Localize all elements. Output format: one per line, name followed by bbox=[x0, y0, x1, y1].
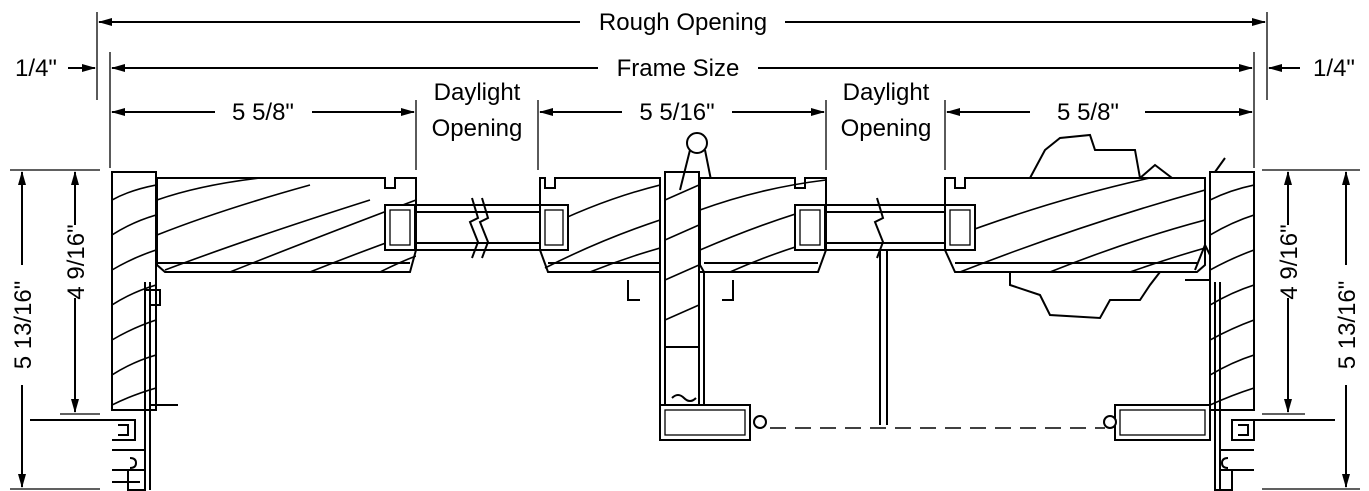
center-sash-width-label: 5 5/16" bbox=[639, 99, 714, 126]
sash-dimensions bbox=[111, 100, 1253, 170]
daylight-right-line2: Opening bbox=[841, 115, 932, 142]
daylight-right-line1: Daylight bbox=[843, 79, 930, 106]
center-right-sash bbox=[699, 177, 827, 273]
right-glazing bbox=[825, 197, 950, 425]
rough-opening-dimension bbox=[96, 12, 1268, 100]
left-gap-label: 1/4" bbox=[15, 55, 57, 82]
center-left-sash bbox=[539, 177, 661, 273]
center-mullion bbox=[627, 132, 767, 441]
left-jamb bbox=[30, 171, 178, 491]
right-jamb bbox=[1103, 171, 1335, 491]
daylight-left-line2: Opening bbox=[432, 115, 523, 142]
right-sash-width-label: 5 5/8" bbox=[1057, 99, 1119, 126]
right-gap-label: 1/4" bbox=[1313, 55, 1355, 82]
right-inner-height-label: 4 9/16" bbox=[1276, 224, 1303, 299]
height-dimensions bbox=[10, 169, 1360, 490]
rough-opening-label: Rough Opening bbox=[599, 9, 767, 36]
left-glazing bbox=[415, 197, 545, 259]
left-sash bbox=[156, 177, 417, 273]
daylight-left-line1: Daylight bbox=[434, 79, 521, 106]
right-outer-height-label: 5 13/16" bbox=[1334, 281, 1361, 370]
frame-size-dimension bbox=[68, 52, 1300, 168]
left-sash-width-label: 5 5/8" bbox=[232, 99, 294, 126]
left-outer-height-label: 5 13/16" bbox=[10, 281, 37, 370]
frame-size-label: Frame Size bbox=[617, 55, 740, 82]
left-inner-height-label: 4 9/16" bbox=[63, 224, 90, 299]
right-sash bbox=[944, 133, 1226, 320]
